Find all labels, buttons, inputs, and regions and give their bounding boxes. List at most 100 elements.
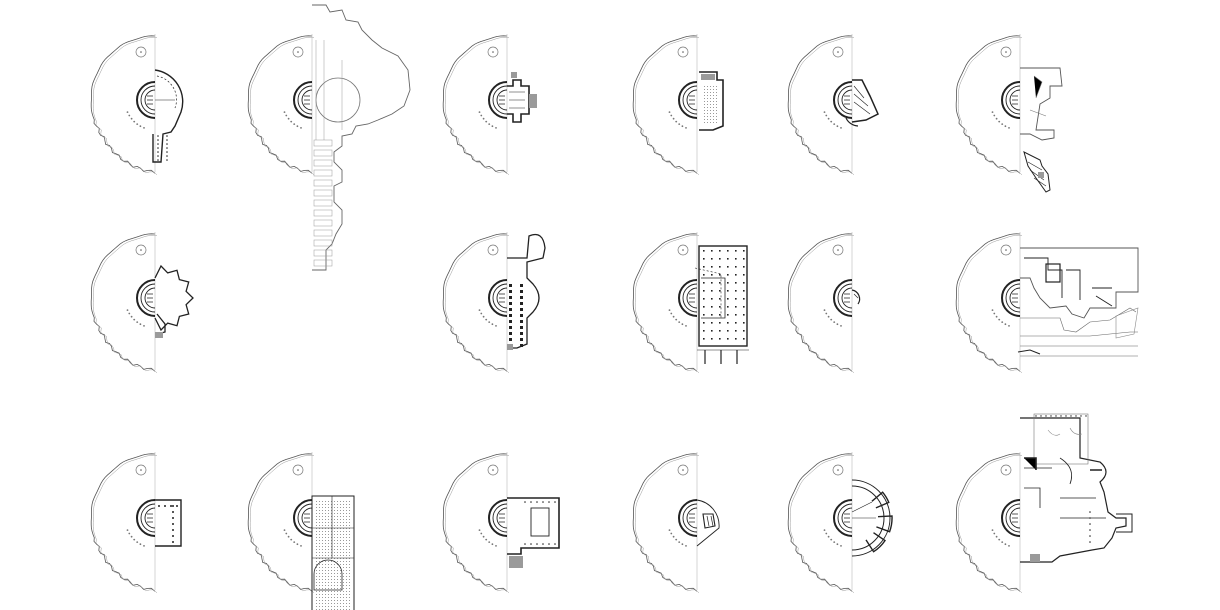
marker-dot: [140, 51, 142, 53]
marker-circle: [1000, 464, 1012, 476]
dot-mark: [681, 125, 684, 128]
grid-column: [743, 258, 745, 260]
dot-mark: [675, 318, 678, 321]
column: [172, 523, 174, 525]
grid-column: [735, 322, 737, 324]
hall-arc: [1001, 279, 1021, 317]
chapel: [313, 179, 333, 187]
dot-mark: [495, 545, 497, 547]
marker-circle: [292, 46, 304, 58]
dot-mark: [685, 127, 687, 129]
grid-column: [711, 314, 713, 316]
plan-panel-r1c6: [955, 34, 1063, 193]
pier: [509, 320, 512, 323]
grid-column: [719, 282, 721, 284]
grid-column: [711, 258, 713, 260]
column: [524, 543, 526, 545]
column: [157, 147, 159, 149]
gear-outline: [154, 264, 194, 332]
site-outline-inner: [957, 235, 1023, 373]
dot-mark: [130, 535, 133, 538]
marker-circle: [677, 464, 689, 476]
dot-mark: [823, 111, 826, 113]
site-outline-inner: [789, 455, 855, 593]
site-outline-inner: [634, 37, 700, 175]
marker-dot: [1005, 51, 1007, 53]
marker-dot: [682, 469, 684, 471]
radial-pavilion: [865, 532, 886, 553]
pier: [520, 332, 523, 335]
wedge-hatch: [853, 85, 871, 115]
grid-column: [703, 290, 705, 292]
column: [542, 543, 544, 545]
hall-arc: [1001, 81, 1021, 119]
site-outline: [90, 233, 156, 372]
dot-mark: [827, 315, 830, 318]
marker-circle: [677, 244, 689, 256]
column: [530, 543, 532, 545]
grid-column: [743, 314, 745, 316]
dot-mark: [678, 321, 681, 323]
dot-mark: [668, 529, 671, 531]
grid-column: [743, 274, 745, 276]
site-outline: [955, 453, 1021, 592]
grid-column: [727, 274, 729, 276]
dot-mark: [1004, 125, 1007, 128]
grid-column: [711, 322, 713, 324]
hall-arc: [686, 287, 698, 309]
dot-mark: [991, 529, 994, 531]
court-grey: [509, 556, 523, 568]
hall-arc: [837, 503, 853, 533]
column: [172, 529, 174, 531]
marker-circle: [487, 244, 499, 256]
grid-column: [703, 298, 705, 300]
pier: [520, 290, 523, 293]
pier: [509, 290, 512, 293]
marker-dot: [492, 249, 494, 251]
dot-mark: [1008, 127, 1010, 129]
hall-arc: [492, 283, 508, 313]
hall-arc: [496, 507, 508, 529]
site-outline-inner: [634, 235, 700, 373]
block-a: [1045, 263, 1061, 283]
site-outline-inner: [249, 37, 315, 175]
hall-arc: [682, 85, 698, 115]
court-dotted: [703, 84, 719, 124]
dot-mark: [285, 532, 288, 535]
dot-mark: [685, 545, 687, 547]
dome: [315, 77, 361, 123]
grid-column: [719, 258, 721, 260]
site-outline: [442, 35, 508, 174]
site-outline: [632, 233, 698, 372]
grid-column: [719, 290, 721, 292]
hall-arc: [301, 89, 313, 111]
nave-lines: [315, 40, 343, 140]
grid-column: [735, 290, 737, 292]
hall-arc: [492, 503, 508, 533]
pier: [520, 314, 523, 317]
grid-column: [743, 290, 745, 292]
annex-grey-small: [511, 72, 517, 78]
campus-outline: [1020, 247, 1139, 319]
colonnade-frame: [155, 499, 182, 547]
church-outline: [507, 233, 546, 349]
dot-mark: [287, 535, 290, 538]
dot-mark: [488, 123, 491, 125]
plan-panel-r3c2: [247, 452, 355, 610]
grid-column: [711, 330, 713, 332]
grid-column: [727, 314, 729, 316]
hall-arc: [1009, 287, 1021, 309]
pier: [509, 332, 512, 335]
cross-lines: [509, 91, 525, 109]
dot-mark: [485, 120, 488, 123]
dot-mark: [998, 318, 1001, 321]
grid-column: [735, 298, 737, 300]
hall-arc: [678, 499, 698, 537]
column: [157, 139, 159, 141]
annex-grey: [529, 94, 537, 108]
chapel: [313, 259, 333, 267]
chapel: [313, 169, 333, 177]
dot-mark: [482, 535, 485, 538]
hall-seating: [147, 95, 153, 105]
column: [172, 517, 174, 519]
